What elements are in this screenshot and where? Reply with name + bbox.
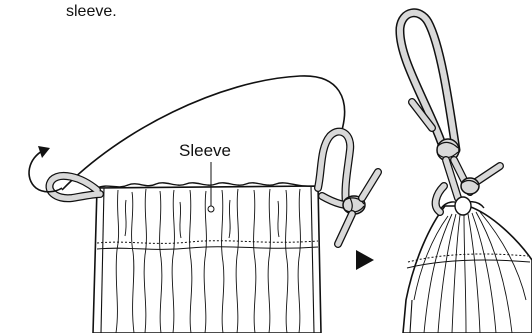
bag-body-left: [93, 183, 321, 333]
sleeve-label: Sleeve: [179, 141, 231, 160]
bag-body-right: [403, 202, 532, 333]
knot-right-lower: [461, 178, 479, 194]
left-panel: Sleeve: [29, 76, 378, 333]
right-panel: [400, 13, 532, 333]
curved-arrow-icon: [29, 146, 62, 192]
triangle-arrow-icon: [356, 250, 374, 270]
caption-text: sleeve.: [66, 3, 117, 20]
cord-right: [400, 13, 500, 215]
